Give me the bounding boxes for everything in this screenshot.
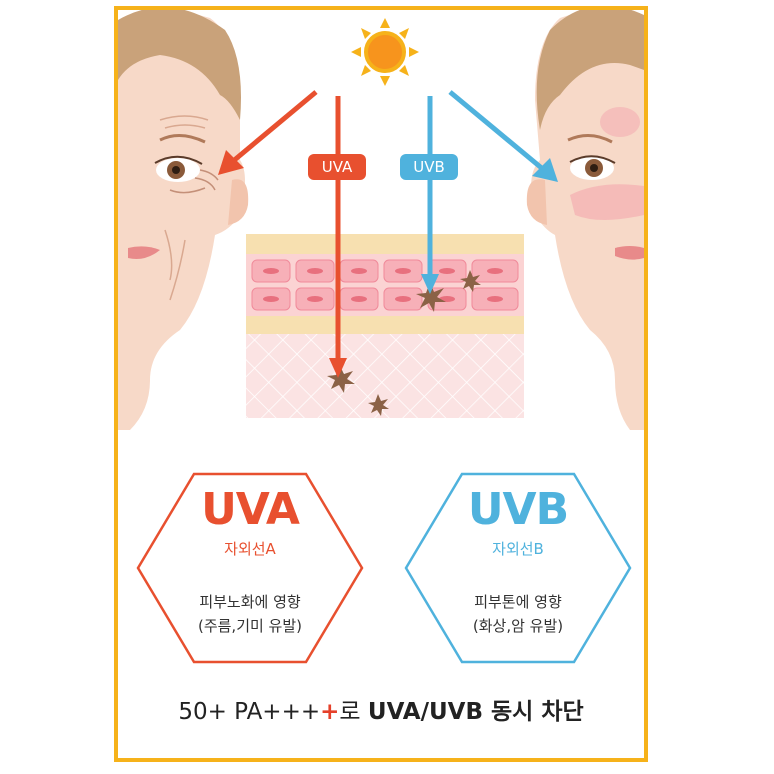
uva-description: 피부노화에 영향 (주름,기미 유발) <box>150 590 350 638</box>
uva-arrow-face <box>218 90 318 175</box>
uvb-description: 피부톤에 영향 (화상,암 유발) <box>418 590 618 638</box>
uva-subtitle: 자외선A <box>224 540 276 558</box>
spf-pa-text: 50+ PA+++ <box>178 699 321 725</box>
uvb-tag: UVB <box>400 154 458 180</box>
uvb-title: UVB <box>467 484 569 535</box>
pa-extra-plus: + <box>320 699 340 725</box>
uva-desc-line1: 피부노화에 영향 <box>199 593 301 611</box>
uva-tag: UVA <box>308 154 366 180</box>
face-left-illustration <box>118 10 249 431</box>
uvb-desc-line1: 피부톤에 영향 <box>474 593 562 611</box>
uvb-subtitle: 자외선B <box>492 540 544 558</box>
frame-border <box>114 6 648 762</box>
uvb-desc-line2: (화상,암 유발) <box>472 617 564 635</box>
uvb-hexagon <box>404 472 632 664</box>
uvb-arrow-face <box>448 90 558 182</box>
frame-border-top <box>114 6 648 10</box>
damage-spots <box>327 270 481 416</box>
caption-ro: 로 <box>339 699 368 725</box>
uvb-arrow-skin <box>421 96 439 294</box>
face-right-illustration <box>526 10 644 431</box>
uva-arrow-skin <box>329 96 347 378</box>
skin-layers-illustration <box>246 234 524 418</box>
bottom-caption: 50+ PA++++로 UVA/UVB 동시 차단 <box>118 692 644 726</box>
sun-icon <box>351 18 419 86</box>
uva-hexagon <box>136 472 364 664</box>
caption-bold: UVA/UVB 동시 차단 <box>367 699 584 725</box>
uva-desc-line2: (주름,기미 유발) <box>197 617 303 635</box>
uva-title: UVA <box>201 484 300 535</box>
